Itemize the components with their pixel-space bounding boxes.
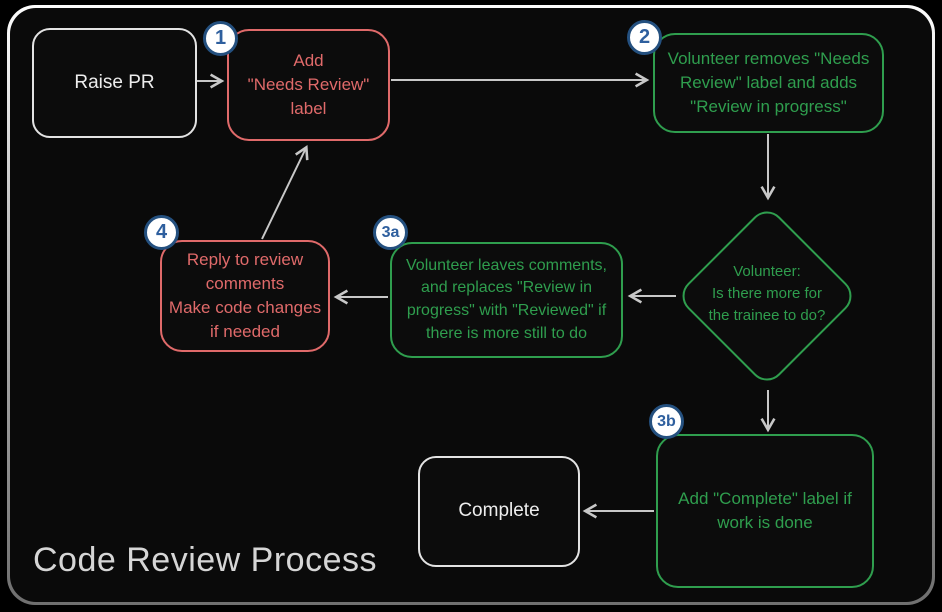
node-volunteer-removes-label: Volunteer removes "Needs Review" label a…: [653, 33, 884, 133]
badge-step-3a: 3a: [373, 215, 408, 250]
node-complete: Complete: [418, 456, 580, 567]
badge-step-4: 4: [144, 215, 179, 250]
node-volunteer-leaves-comments: Volunteer leaves comments, and replaces …: [390, 242, 623, 358]
node-add-complete-label: Add "Complete" label if work is done: [656, 434, 874, 588]
decision-more-for-trainee-label: Volunteer: Is there more for the trainee…: [708, 263, 826, 324]
badge-step-1: 1: [203, 21, 238, 56]
node-add-needs-review-label: Add "Needs Review" label: [227, 29, 390, 141]
node-raise-pr: Raise PR: [32, 28, 197, 138]
badge-step-2: 2: [627, 20, 662, 55]
diagram-title: Code Review Process: [33, 541, 377, 579]
badge-step-3b: 3b: [649, 404, 684, 439]
node-reply-to-review-comments: Reply to review comments Make code chang…: [160, 240, 330, 352]
